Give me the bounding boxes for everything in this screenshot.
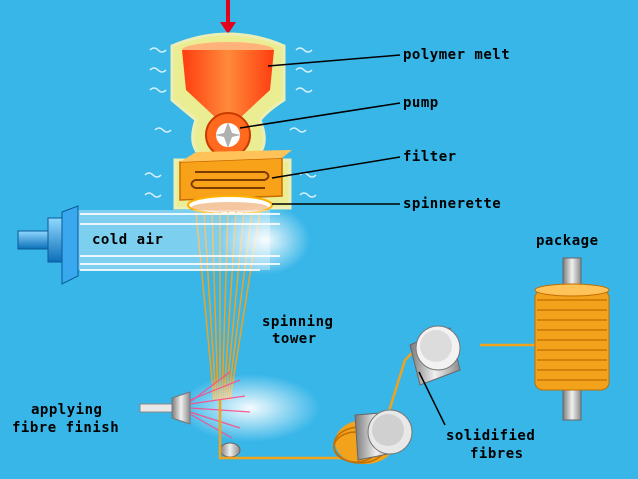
pump-wheel	[205, 112, 251, 158]
label-polymer-melt: polymer melt	[403, 47, 511, 63]
finish-spray	[180, 371, 320, 442]
label-pump: pump	[403, 95, 439, 111]
label-spinning-tower-1: spinning	[262, 314, 334, 330]
cold-air-stream	[70, 205, 310, 275]
label-filter: filter	[403, 149, 457, 165]
filter-block	[179, 150, 292, 201]
label-package: package	[536, 233, 599, 249]
lower-roller	[333, 409, 413, 464]
finish-nozzle	[139, 391, 191, 425]
guide-roller-small	[219, 442, 241, 458]
label-applying-1: applying	[31, 402, 103, 418]
label-cold-air: cold air	[92, 232, 164, 248]
leader-lines	[239, 54, 446, 426]
heat-squiggles	[144, 47, 317, 198]
label-solidified-1: solidified	[446, 428, 536, 444]
label-spinnerette: spinnerette	[403, 196, 502, 212]
upper-roller	[409, 325, 461, 386]
label-spinning-tower-2: tower	[272, 331, 317, 347]
package-spool	[534, 257, 610, 421]
air-blower	[17, 205, 79, 285]
label-solidified-2: fibres	[470, 446, 524, 462]
label-applying-2: fibre finish	[12, 420, 120, 436]
inlet-arrow	[220, 0, 236, 34]
polymer-hopper	[182, 42, 274, 118]
